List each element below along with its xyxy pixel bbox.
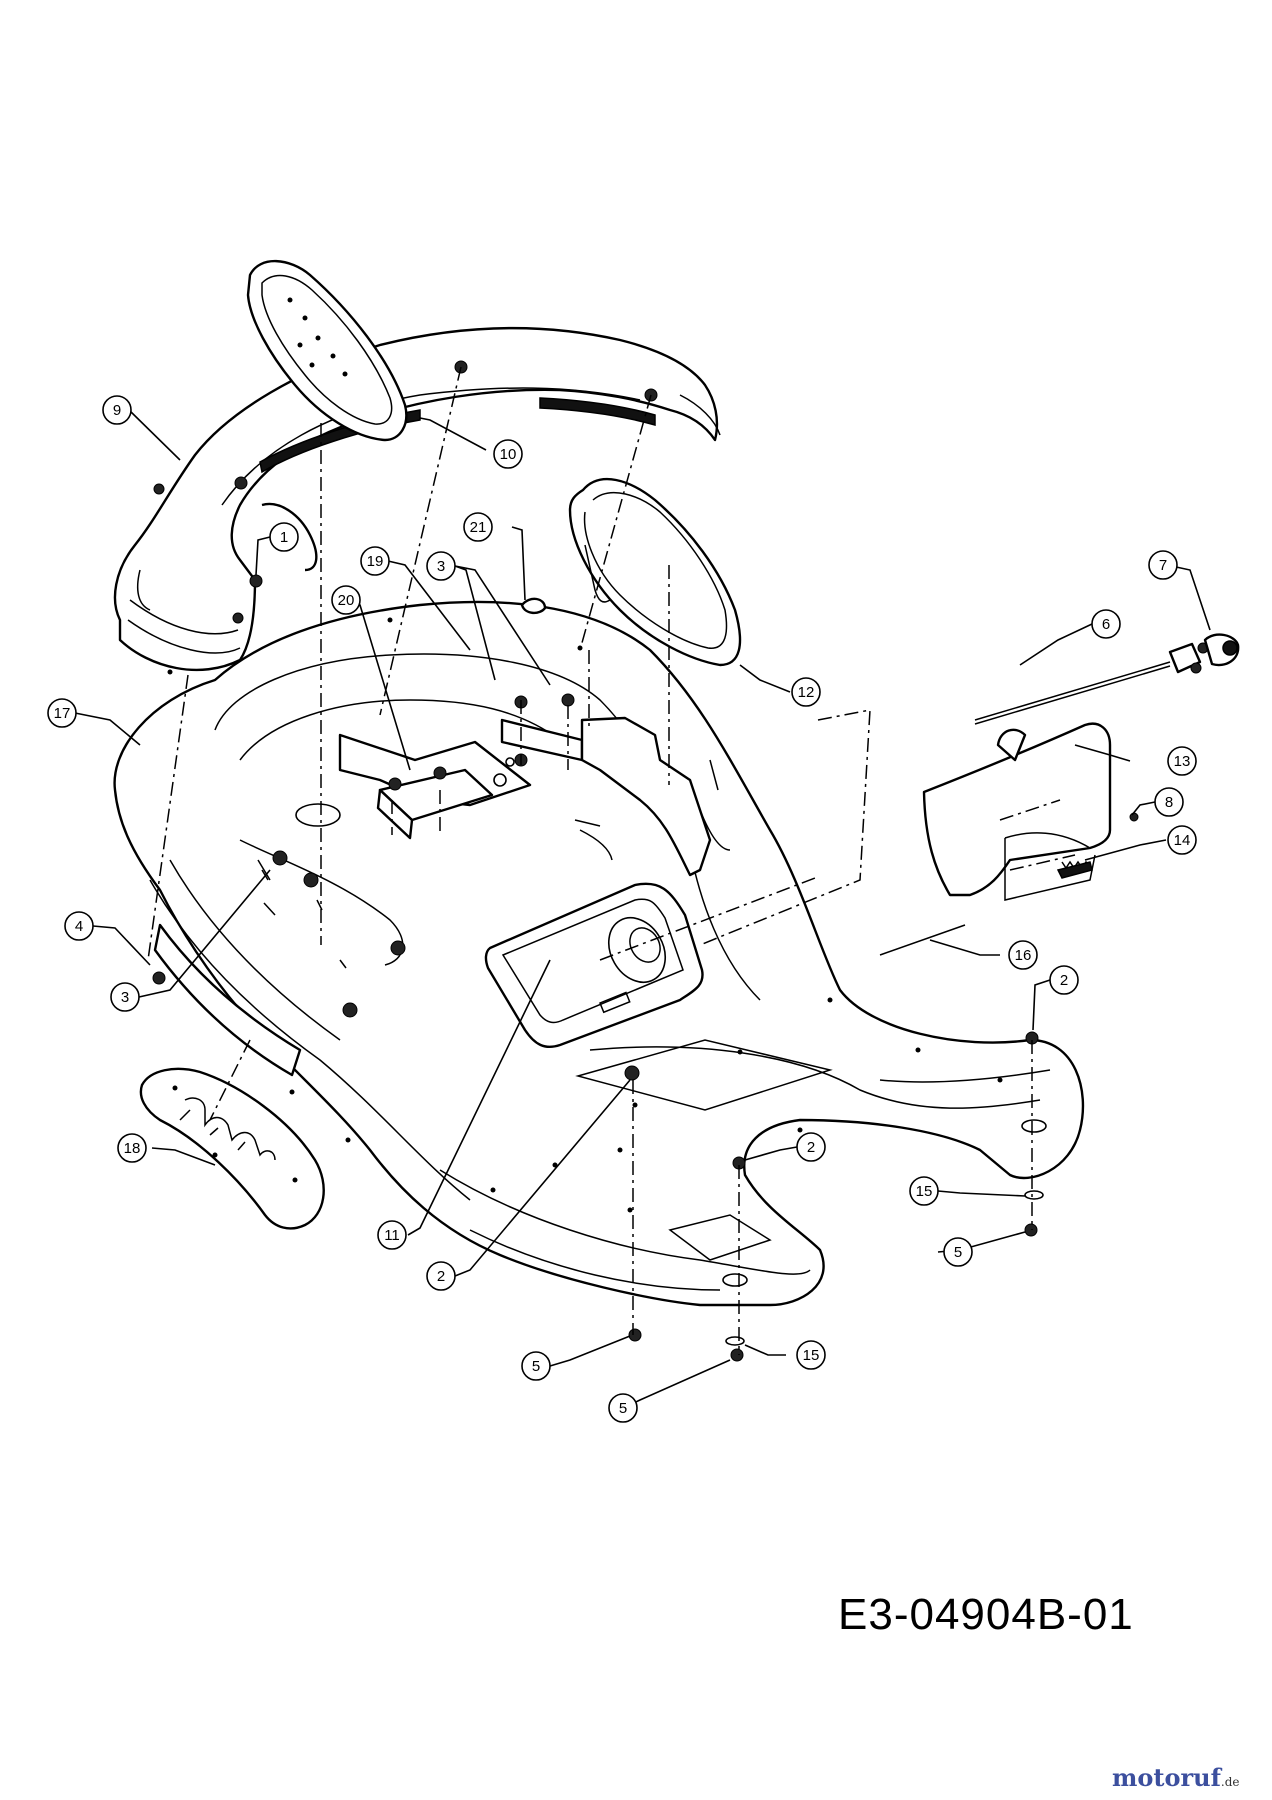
svg-text:12: 12 <box>798 684 815 701</box>
svg-text:2: 2 <box>807 1139 815 1156</box>
svg-text:5: 5 <box>619 1400 627 1417</box>
callout-2-lower-left: 2 <box>426 1261 456 1291</box>
svg-text:16: 16 <box>1015 947 1032 964</box>
callout-20: 20 <box>331 585 361 615</box>
svg-text:18: 18 <box>124 1140 141 1157</box>
svg-text:14: 14 <box>1174 832 1191 849</box>
callouts: 1 2 2 2 3 3 4 5 <box>47 395 1197 1423</box>
watermark-tld: .de <box>1220 1775 1240 1789</box>
part-12-right-pod <box>568 477 742 667</box>
svg-text:15: 15 <box>803 1347 820 1364</box>
callout-18: 18 <box>117 1133 147 1163</box>
svg-text:2: 2 <box>437 1268 445 1285</box>
svg-text:7: 7 <box>1159 557 1167 574</box>
callout-16: 16 <box>1008 940 1038 970</box>
callout-3-top: 3 <box>426 551 456 581</box>
part-6-7-cable-connector <box>974 633 1240 725</box>
callout-5-mid: 5 <box>521 1351 551 1381</box>
svg-text:20: 20 <box>338 592 355 609</box>
callout-11: 11 <box>377 1220 407 1250</box>
callout-8: 8 <box>1154 787 1184 817</box>
callout-12: 12 <box>791 677 821 707</box>
callout-9: 9 <box>102 395 132 425</box>
part-11-storage-pocket <box>484 882 704 1049</box>
callout-19: 19 <box>360 546 390 576</box>
svg-text:19: 19 <box>367 553 384 570</box>
part-10-left-pod <box>246 259 408 442</box>
callout-7: 7 <box>1148 550 1178 580</box>
svg-text:21: 21 <box>470 519 487 536</box>
svg-text:9: 9 <box>113 402 121 419</box>
part-13-shroud <box>922 722 1112 901</box>
callout-3-left: 3 <box>110 982 140 1012</box>
svg-text:11: 11 <box>384 1227 400 1244</box>
callout-2-lower-mid: 2 <box>796 1132 826 1162</box>
callout-2-right-top: 2 <box>1049 965 1079 995</box>
svg-text:17: 17 <box>54 705 71 722</box>
part-19-bracket <box>376 716 712 877</box>
loose-fasteners <box>152 483 1139 1362</box>
svg-text:3: 3 <box>437 558 445 575</box>
callout-1: 1 <box>269 522 299 552</box>
svg-text:6: 6 <box>1102 616 1110 633</box>
watermark-name: motoruf <box>1112 1763 1221 1792</box>
svg-text:15: 15 <box>916 1183 933 1200</box>
svg-text:5: 5 <box>532 1358 540 1375</box>
callout-13: 13 <box>1167 746 1197 776</box>
callout-15-bottom: 15 <box>796 1340 826 1370</box>
assembly-lines <box>147 366 1076 1355</box>
callout-15-right: 15 <box>909 1176 939 1206</box>
svg-text:8: 8 <box>1165 794 1173 811</box>
callout-6: 6 <box>1091 609 1121 639</box>
watermark-logo: motoruf.de <box>1112 1763 1240 1792</box>
callout-21: 21 <box>463 512 493 542</box>
callout-17: 17 <box>47 698 77 728</box>
part-14-spring <box>1056 860 1093 879</box>
callout-14: 14 <box>1167 825 1197 855</box>
svg-text:10: 10 <box>500 446 517 463</box>
callout-5-bottom: 5 <box>608 1393 638 1423</box>
part-16-rod <box>879 924 966 956</box>
svg-text:5: 5 <box>954 1244 962 1261</box>
svg-text:3: 3 <box>121 989 129 1006</box>
callout-5-right: 5 <box>943 1237 973 1267</box>
callout-4: 4 <box>64 911 94 941</box>
part-18-step-plate <box>139 1067 325 1230</box>
svg-text:2: 2 <box>1060 972 1068 989</box>
svg-text:1: 1 <box>280 529 288 546</box>
svg-text:4: 4 <box>75 918 83 935</box>
drawing-code: E3-04904B-01 <box>838 1590 1134 1639</box>
callout-10: 10 <box>493 439 523 469</box>
svg-text:13: 13 <box>1174 753 1191 770</box>
